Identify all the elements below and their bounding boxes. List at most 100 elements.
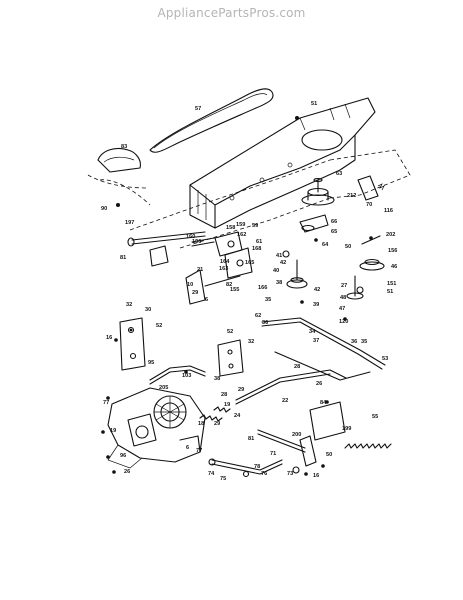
part-callout-166: 166 [258,285,267,291]
part-callout-47: 47 [339,306,345,312]
part-callout-199: 199 [342,426,351,432]
idler-pulley-right [346,235,385,300]
part-callout-63: 63 [336,171,342,177]
part-callout-35: 35 [265,297,271,303]
part-callout-81: 81 [248,436,254,442]
part-callout-10: 10 [187,282,193,288]
part-callout-30: 30 [145,307,151,313]
part-callout-32: 32 [248,339,254,345]
part-callout-120: 120 [339,319,348,325]
center-idler-pulley [282,250,308,289]
part-callout-19: 19 [224,402,230,408]
part-callout-18: 18 [198,421,204,427]
part-callout-16: 16 [313,473,319,479]
frame-dashed-outline [99,149,411,249]
linkage-rods [235,317,386,405]
part-callout-36: 36 [262,320,268,326]
brake-linkage-cluster [185,231,253,305]
tension-springs [199,406,231,422]
part-callout-52: 52 [227,329,233,335]
part-callout-162: 162 [237,232,246,238]
part-callout-24: 24 [234,413,241,419]
part-callout-48: 48 [340,295,346,301]
rear-brake-bracket [257,401,346,467]
part-callout-96: 96 [120,453,126,459]
part-callout-159: 159 [236,222,245,228]
part-callout-83: 83 [121,144,127,150]
part-callout-200: 200 [292,432,301,438]
part-callout-37: 37 [313,338,319,344]
fender-seat-pan [87,147,149,189]
part-callout-155: 155 [230,287,239,293]
part-callout-212: 212 [347,193,356,199]
part-callout-55: 55 [372,414,378,420]
part-callout-22: 22 [282,398,288,404]
part-callout-71: 71 [270,451,276,457]
part-callout-164: 164 [220,259,230,265]
part-callout-81: 81 [120,255,126,261]
lower-linkage [208,458,300,478]
part-callout-76: 76 [261,471,267,477]
part-callout-66: 66 [331,219,337,225]
part-callout-21: 21 [197,267,203,273]
part-callout-50: 50 [345,244,351,250]
part-callout-70: 70 [366,202,372,208]
part-callout-29: 29 [214,421,220,427]
part-callout-75: 75 [220,476,226,482]
part-callout-103: 103 [182,373,191,379]
part-callout-168: 168 [252,246,261,252]
part-callout-95: 95 [148,360,154,366]
part-callout-90: 90 [101,206,107,212]
part-callout-36: 36 [351,339,357,345]
part-callout-51: 51 [387,289,393,295]
part-callout-205: 205 [159,385,168,391]
part-callout-29: 29 [238,387,244,393]
part-callout-64: 64 [322,242,329,248]
shift-rod [149,365,206,385]
part-callout-163: 163 [219,266,228,272]
part-callout-74: 74 [208,471,215,477]
site-watermark: AppliancePartsPros.com [157,6,306,20]
part-callout-151: 151 [387,281,396,287]
left-mount-bracket [119,317,146,371]
transaxle-assembly [107,387,206,469]
part-callout-28: 28 [221,392,227,398]
part-callout-40: 40 [273,268,279,274]
part-callout-29: 29 [192,290,198,296]
part-callout-62: 62 [255,313,261,319]
part-callout-6: 6 [186,445,189,451]
drive-belt [149,88,274,153]
part-callout-61: 61 [256,239,262,245]
cross-shaft [127,231,206,267]
part-callout-27: 27 [341,283,347,289]
part-callout-160: 160 [186,234,195,240]
part-callout-19: 19 [110,428,116,434]
part-callout-6: 6 [205,297,208,303]
part-callout-77: 77 [196,448,202,454]
part-callout-57: 57 [195,106,201,112]
part-callout-158: 158 [226,225,235,231]
part-callout-42: 42 [280,260,286,266]
part-callout-82: 82 [226,282,232,288]
part-callout-53: 53 [382,356,388,362]
part-callout-16: 16 [106,335,112,341]
part-callout-38: 38 [276,280,282,286]
long-return-spring [344,443,392,449]
part-callout-196: 196 [192,239,201,245]
part-callout-26: 26 [124,469,130,475]
part-callout-39: 39 [313,302,319,308]
part-callout-84: 84 [320,400,327,406]
part-callout-202: 202 [386,232,395,238]
center-plate-bracket [217,339,244,377]
part-callout-77: 77 [103,400,109,406]
part-callout-41: 41 [276,253,282,259]
part-callout-51: 51 [311,101,317,107]
part-callout-65: 65 [331,229,337,235]
part-callout-28: 28 [294,364,300,370]
part-callout-156: 156 [388,248,397,254]
part-callout-34: 34 [309,329,316,335]
part-callout-52: 52 [156,323,162,329]
part-callout-35: 35 [361,339,367,345]
part-callout-42: 42 [314,287,320,293]
